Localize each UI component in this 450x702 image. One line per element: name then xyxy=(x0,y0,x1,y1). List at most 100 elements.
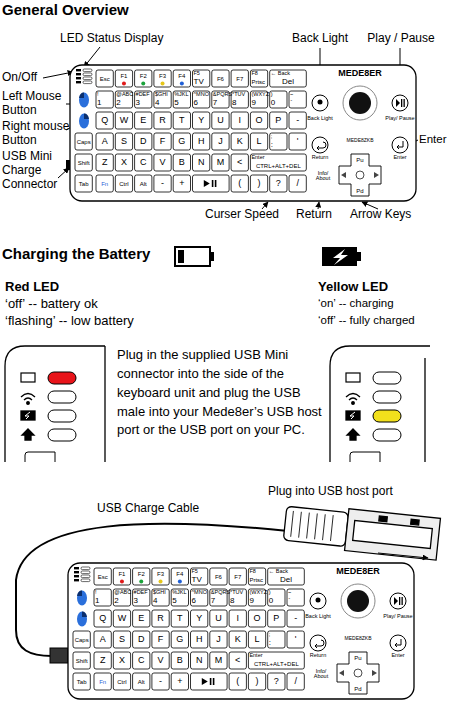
key xyxy=(115,91,132,108)
key-label: (WXYZ xyxy=(249,590,264,597)
key xyxy=(270,70,307,87)
key xyxy=(96,175,113,192)
key-label: M xyxy=(210,652,227,669)
key xyxy=(96,154,113,171)
wifi-dot xyxy=(352,402,355,405)
button-label: Play/ Pause xyxy=(385,112,415,126)
key xyxy=(113,673,130,690)
key xyxy=(115,154,132,171)
key-label: F6 xyxy=(212,70,229,87)
colour-dot xyxy=(180,82,184,86)
key xyxy=(133,631,150,648)
key-label: X xyxy=(113,652,130,669)
key-label: P xyxy=(268,610,285,627)
key xyxy=(171,568,188,585)
key-label: #DEF xyxy=(136,92,151,99)
key-label: 5 xyxy=(174,98,189,108)
plug-tongue xyxy=(353,520,433,548)
grip-line xyxy=(291,511,294,537)
key-label: S xyxy=(115,133,132,150)
key-label: $GHI xyxy=(155,92,170,99)
key xyxy=(152,568,169,585)
centre-button xyxy=(354,669,362,677)
key-label: F8 xyxy=(249,569,264,576)
callout-label: ‘off’ -- battery ok xyxy=(5,297,180,312)
key xyxy=(268,631,285,648)
key-label: N xyxy=(191,652,208,669)
plug-hole xyxy=(411,519,419,525)
key xyxy=(135,133,152,150)
battery-icons xyxy=(175,247,361,266)
key-label: 1 xyxy=(97,98,112,108)
key xyxy=(268,568,305,585)
led-pill xyxy=(83,81,92,84)
key xyxy=(191,568,208,585)
button-label: MEDE8ER xyxy=(328,67,392,79)
key xyxy=(94,610,111,627)
key-label: 6 xyxy=(194,98,209,108)
colour-dot xyxy=(139,580,143,584)
key xyxy=(210,652,227,669)
key-label: F2 xyxy=(135,70,152,81)
plug-hole xyxy=(379,516,387,522)
plug-metal xyxy=(345,509,441,560)
key xyxy=(191,589,208,606)
key xyxy=(173,70,190,87)
charge-bolt xyxy=(25,412,30,419)
key xyxy=(173,133,190,150)
key-label: / xyxy=(289,175,306,192)
button-label: Enter xyxy=(386,154,414,162)
key-label: F4 xyxy=(173,70,190,81)
key xyxy=(135,175,152,192)
round-button xyxy=(392,95,408,111)
button-label: Pd xyxy=(350,684,366,693)
key xyxy=(231,91,248,108)
key-label: : xyxy=(271,140,286,150)
key xyxy=(193,133,210,150)
key xyxy=(115,175,132,192)
mouse-icon xyxy=(79,114,89,129)
mouse-button-mark xyxy=(77,590,82,596)
key xyxy=(268,610,285,627)
up-arrow-symbol xyxy=(22,429,34,440)
button-label: Pu xyxy=(350,653,366,662)
key xyxy=(171,673,188,690)
key-label: Prtsc xyxy=(251,77,266,87)
key-label: G xyxy=(173,133,190,150)
battery-outline xyxy=(175,247,210,266)
mouse-button-mark xyxy=(84,113,89,119)
key-label: @ABC xyxy=(116,92,131,99)
key xyxy=(212,112,229,129)
key xyxy=(193,91,210,108)
bulb-icon xyxy=(318,100,323,105)
key xyxy=(171,652,188,669)
key-label: 7 xyxy=(211,596,226,606)
key-label: - xyxy=(287,610,304,627)
key xyxy=(250,133,267,150)
key-label: TV xyxy=(192,575,207,585)
key xyxy=(231,154,248,171)
charge-symbol xyxy=(21,411,35,420)
key xyxy=(191,673,228,690)
key-label: F7 xyxy=(229,568,246,585)
grip-line xyxy=(330,515,333,541)
keyboard-edge xyxy=(104,346,105,462)
key-label: K xyxy=(229,631,246,648)
key xyxy=(229,568,246,585)
key-label: Fn xyxy=(94,673,111,690)
key xyxy=(115,70,132,87)
round-button xyxy=(390,635,406,651)
key xyxy=(154,175,171,192)
key-label: X xyxy=(115,154,132,171)
usb-mini-plug xyxy=(50,648,68,663)
key-label: Q xyxy=(94,610,111,627)
key xyxy=(210,568,227,585)
key-label: - xyxy=(289,112,306,129)
key-label: Enter xyxy=(251,155,305,162)
key-label: Y xyxy=(193,112,210,129)
key xyxy=(231,175,248,192)
key xyxy=(270,175,287,192)
play-icon xyxy=(394,597,403,605)
charging-battery xyxy=(322,247,357,266)
instruction-text: Plug in the supplied USB Mini connector … xyxy=(117,346,325,440)
